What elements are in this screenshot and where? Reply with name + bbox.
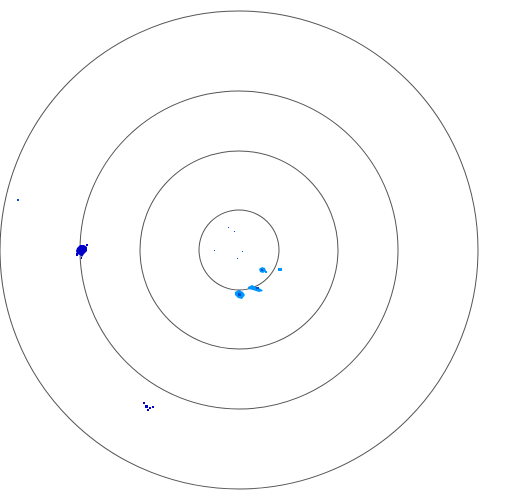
echo-cell [261, 269, 263, 271]
echo-speck [228, 227, 229, 228]
echo-cell [149, 407, 151, 409]
echo-cell [278, 268, 282, 271]
echo-cluster-west [76, 244, 88, 259]
echo-speck [234, 231, 235, 232]
range-ring-second [139, 150, 339, 350]
echo-cell [238, 293, 241, 296]
echo-blob [248, 285, 263, 292]
echo-cell [147, 409, 149, 411]
echo-cell [145, 405, 148, 408]
echo-speck [17, 199, 19, 201]
echo-speck [237, 258, 238, 259]
echo-cell [81, 257, 82, 259]
echo-cell [86, 244, 88, 246]
echo-cluster-center [235, 267, 282, 299]
echo-cell [265, 271, 267, 273]
echo-specks [17, 199, 243, 259]
echo-speck [242, 251, 243, 252]
echo-cluster-southwest [143, 402, 154, 411]
precipitation-echoes [17, 199, 282, 411]
range-ring-outer [0, 10, 479, 490]
echo-cell [143, 402, 145, 404]
echo-blob [76, 245, 87, 257]
echo-speck [214, 250, 215, 251]
range-rings [0, 10, 479, 490]
echo-cell [152, 406, 154, 408]
echo-cell [76, 253, 78, 256]
echo-cell [256, 287, 259, 289]
range-ring-inner [198, 209, 280, 291]
range-ring-third [79, 90, 399, 410]
